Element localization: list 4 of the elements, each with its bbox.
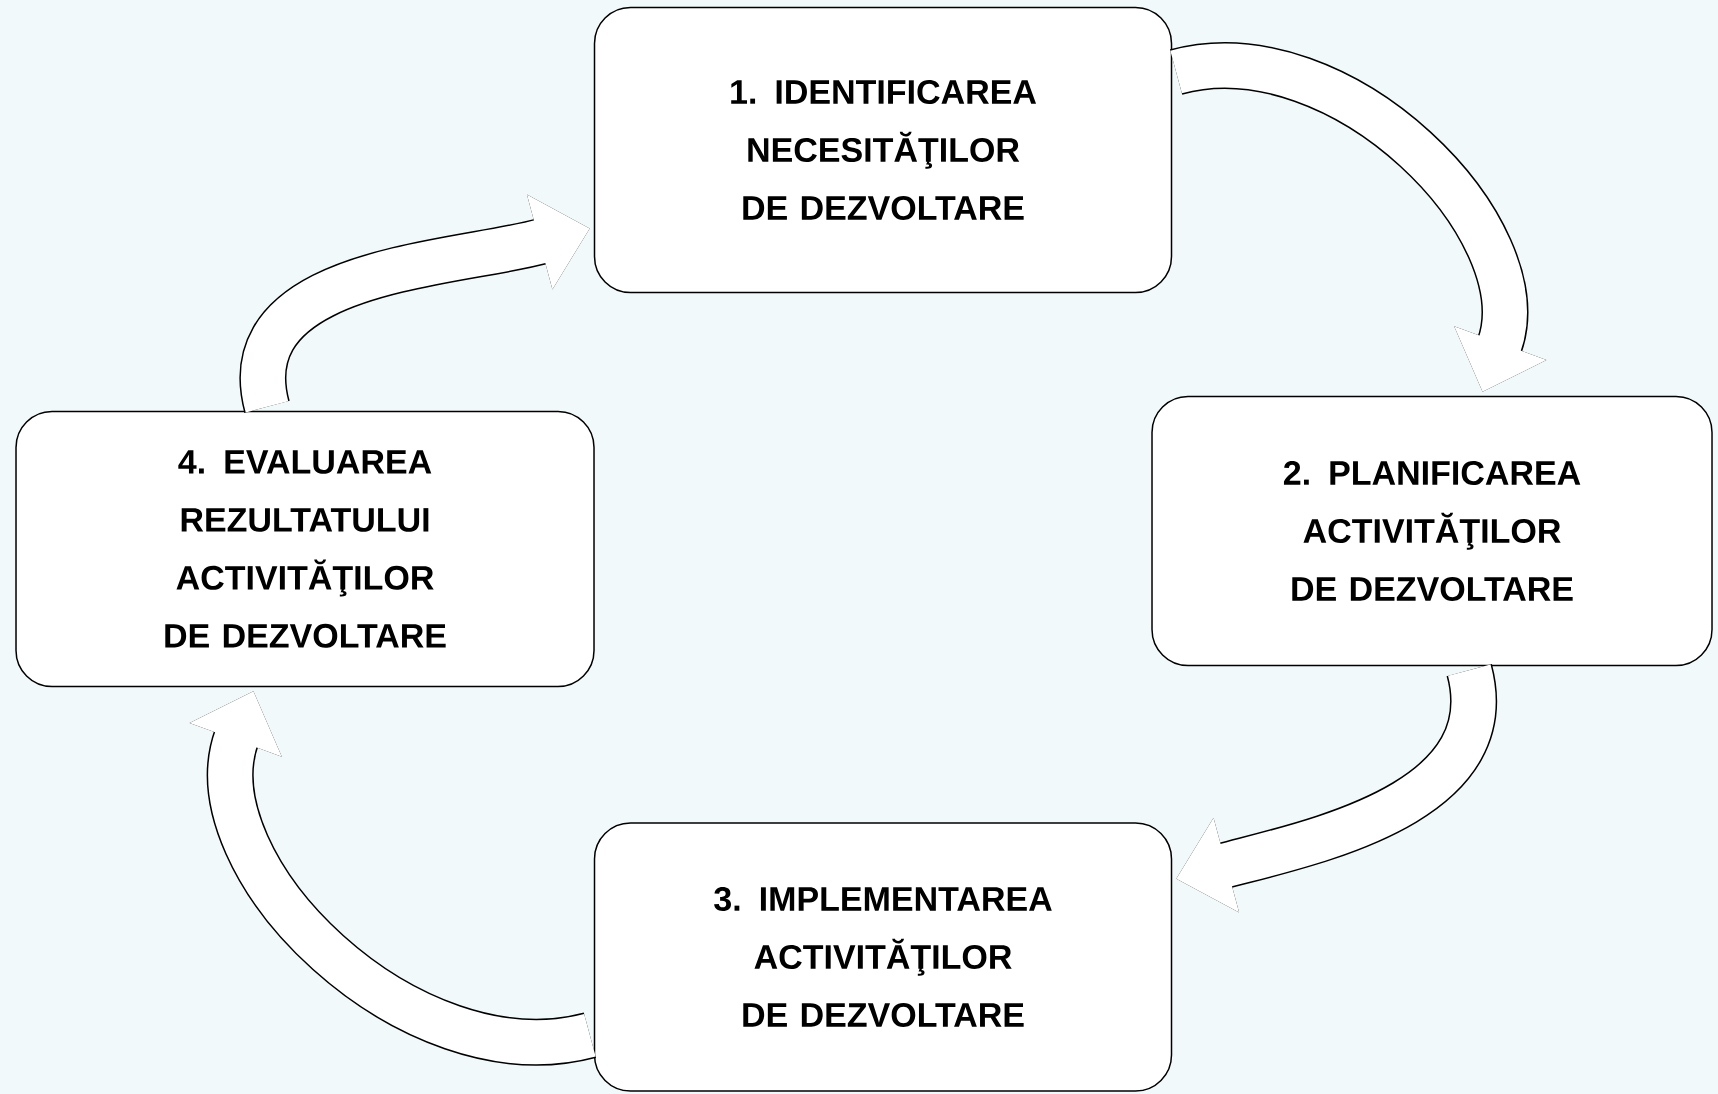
process-box: 2. PLANIFICAREA ACTIVITĂŢILOR DE DEZVOLTARE [1151,395,1713,667]
process-box: 3. IMPLEMENTAREA ACTIVITĂŢILOR DE DEZVOLTARE [593,822,1173,1092]
process-box: 4. EVALUAREA REZULTATULUI ACTIVITĂŢILOR DE DEZVOLTARE [15,410,595,688]
process-box: 1. IDENTIFICAREA NECESITĂŢILOR DE DEZVOLTARE [593,6,1173,294]
